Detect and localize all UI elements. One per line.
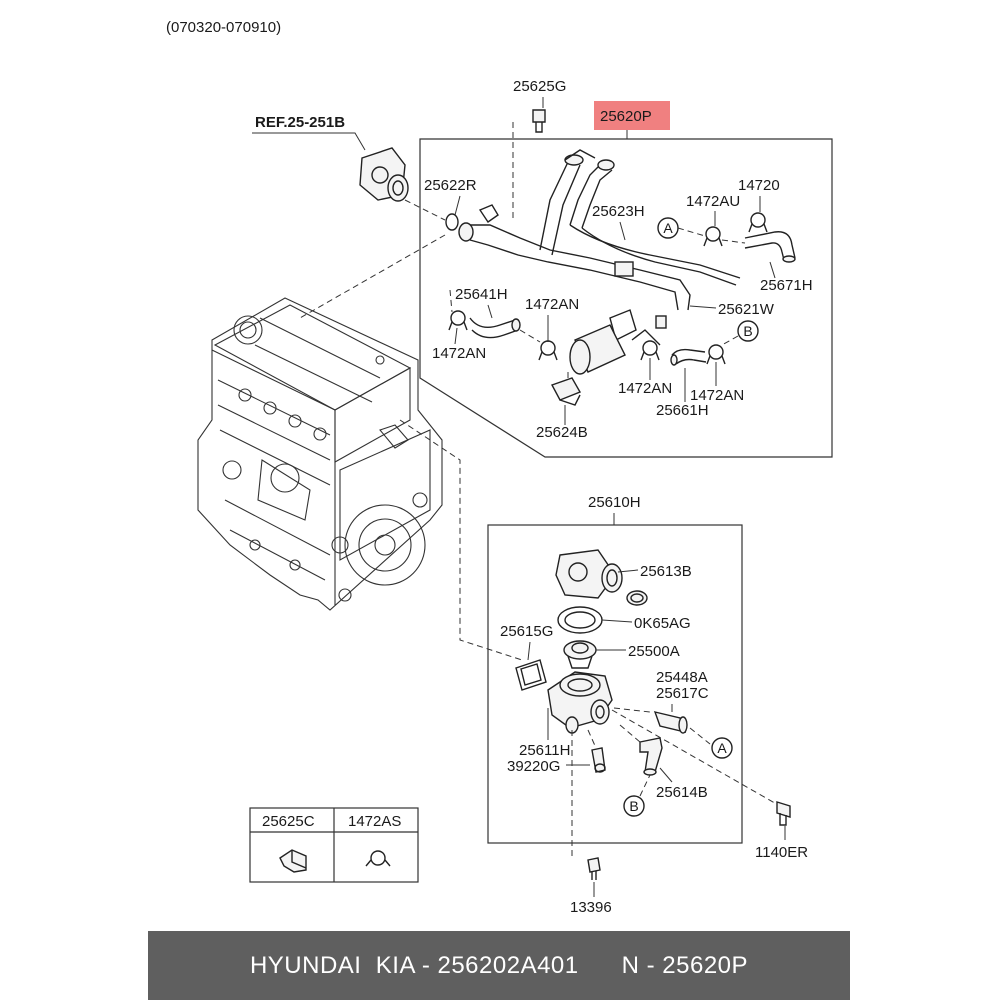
callout-b-upper xyxy=(737,320,759,342)
part-label-25671H: 25671H xyxy=(760,277,813,294)
clamp-1472AU-drawing xyxy=(703,226,723,247)
nut-13396-drawing xyxy=(587,857,601,880)
clamp-1472AN-d-drawing xyxy=(706,344,726,365)
clamp-1472AN-b-drawing xyxy=(448,310,468,331)
clamp-1472AN-c-drawing xyxy=(640,340,660,361)
part-label-25641H: 25641H xyxy=(455,286,508,303)
part-label-25614B: 25614B xyxy=(656,784,708,801)
part-label-39220G: 39220G xyxy=(507,758,560,775)
legend-icon-1472AS xyxy=(365,850,391,867)
o-ring-25622R-drawing xyxy=(445,213,459,231)
hose-25661H-drawing xyxy=(670,348,707,366)
water-pipe-25621W-drawing xyxy=(458,149,691,375)
part-label-25661H: 25661H xyxy=(656,402,709,419)
callout-b-lower-label: B xyxy=(629,798,638,814)
thermostat-25500A-drawing xyxy=(563,640,597,669)
hose-25448A-drawing xyxy=(653,711,688,734)
bolt-25625G-drawing xyxy=(532,109,546,133)
part-label-1472AN-d: 1472AN xyxy=(690,387,744,404)
legend-header-1472AS: 1472AS xyxy=(348,813,401,830)
reference-label: REF.25-251B xyxy=(255,114,345,131)
footer-banner: HYUNDAI KIA - 256202A401 N - 25620P xyxy=(148,931,850,1000)
callout-b-lower xyxy=(623,795,645,817)
legend-table: 25625C 1472AS xyxy=(249,807,419,883)
hose-25614B-drawing xyxy=(639,737,663,776)
part-label-1472AN-b: 1472AN xyxy=(432,345,486,362)
housing-25611H-drawing xyxy=(547,671,613,734)
sensor-39220G-drawing xyxy=(591,747,606,773)
part-label-25610H: 25610H xyxy=(588,494,641,511)
part-label-1472AN-c: 1472AN xyxy=(618,380,672,397)
hose-25671H-drawing xyxy=(744,231,796,263)
gasket-25615G-drawing xyxy=(515,659,547,691)
part-label-25625G: 25625G xyxy=(513,78,566,95)
part-label-25624B: 25624B xyxy=(536,424,588,441)
ref-housing-drawing xyxy=(359,147,409,202)
callout-a-lower xyxy=(711,737,733,759)
part-label-0K65AG: 0K65AG xyxy=(634,615,691,632)
callout-a-upper-label: A xyxy=(663,220,673,236)
part-label-25500A: 25500A xyxy=(628,643,680,660)
highlight-box xyxy=(594,101,670,130)
legend-icon-25625C xyxy=(279,849,307,873)
engine-block-drawing xyxy=(197,297,443,611)
date-range-label: (070320-070910) xyxy=(166,19,281,36)
part-label-13396: 13396 xyxy=(570,899,612,916)
part-label-25617C: 25617C xyxy=(656,685,709,702)
part-label-25448A: 25448A xyxy=(656,669,708,686)
part-label-25615G: 25615G xyxy=(500,623,553,640)
cover-25613B-drawing xyxy=(555,549,648,606)
pipe-assembly-box xyxy=(419,138,833,458)
legend-header-25625C: 25625C xyxy=(262,813,315,830)
clamp-14720-drawing xyxy=(748,212,768,233)
part-label-25620P: 25620P xyxy=(600,108,652,125)
part-label-25613B: 25613B xyxy=(640,563,692,580)
callout-a-lower-label: A xyxy=(717,740,727,756)
footer-text: HYUNDAI KIA - 256202A401 N - 25620P xyxy=(249,951,749,979)
thermostat-assembly-box xyxy=(487,524,743,844)
part-label-14720: 14720 xyxy=(738,177,780,194)
part-label-25622R: 25622R xyxy=(424,177,477,194)
bracket-25624B-drawing xyxy=(550,377,582,406)
part-label-25623H: 25623H xyxy=(592,203,645,220)
part-label-1472AN-a: 1472AN xyxy=(525,296,579,313)
part-label-1140ER: 1140ER xyxy=(755,844,808,861)
part-label-1472AU: 1472AU xyxy=(686,193,740,210)
part-label-25621W: 25621W xyxy=(718,301,775,318)
hose-25641H-drawing xyxy=(469,317,521,339)
heater-pipe-25623H-drawing xyxy=(569,159,741,286)
gasket-0K65AG-drawing xyxy=(557,606,603,634)
bolt-1140ER-drawing xyxy=(776,801,791,826)
clamp-1472AN-a-drawing xyxy=(538,340,558,361)
callout-b-upper-label: B xyxy=(743,323,752,339)
part-label-25611H: 25611H xyxy=(519,742,570,759)
